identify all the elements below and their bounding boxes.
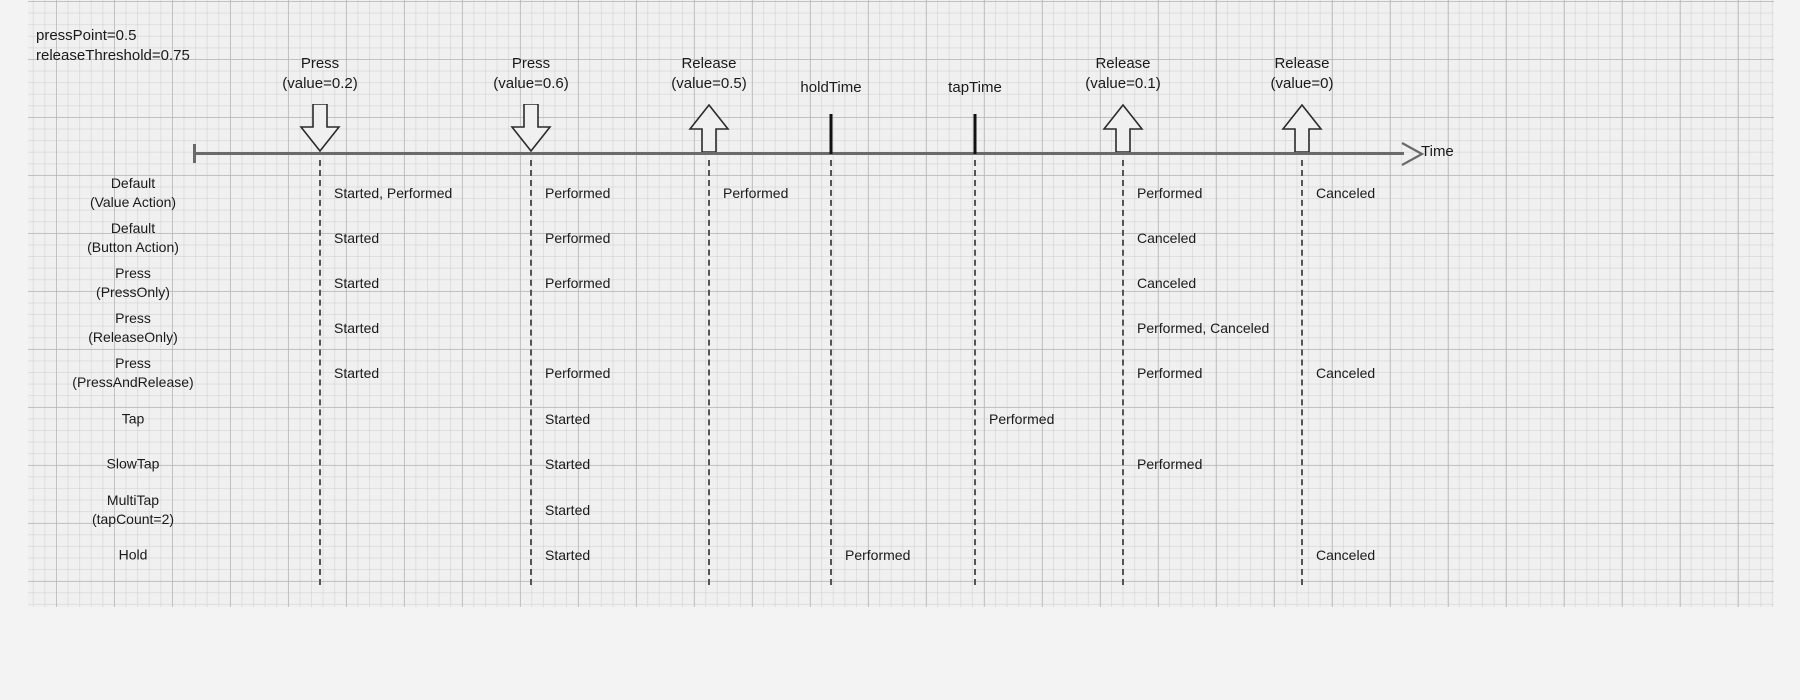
row-label-line1: Default: [110, 220, 156, 236]
cell-slowtap-press-06: Started: [545, 456, 591, 472]
row-label-line2: (tapCount=2): [91, 511, 175, 527]
cell-default-value-action-press-06: Performed: [545, 185, 611, 201]
row-label-press-pressandrelease: Press (PressAndRelease): [72, 354, 193, 392]
row-label-default-button-action: Default (Button Action): [87, 219, 179, 257]
time-axis-start-cap: [193, 144, 196, 163]
event-label-line2: (value=0): [1270, 75, 1334, 92]
up-arrow-icon: [686, 103, 732, 153]
cell-press-releaseonly-press-02: Started: [334, 320, 380, 336]
page-margin-bottom: [0, 607, 1800, 700]
guide-line-press-02: [319, 160, 321, 585]
cell-press-pressonly-press-02: Started: [334, 275, 380, 291]
cell-press-pressonly-release-01: Canceled: [1137, 275, 1197, 291]
cell-default-button-action-press-06: Performed: [545, 230, 611, 246]
row-label-line1: Press: [115, 265, 151, 281]
cell-press-pressandrelease-press-02: Started: [334, 365, 380, 381]
event-label-release-00: Release (value=0): [1271, 54, 1334, 94]
cell-default-button-action-press-02: Started: [334, 230, 380, 246]
cell-press-pressonly-press-06: Performed: [545, 275, 611, 291]
page-margin-right: [1774, 0, 1800, 700]
cell-tap-press-06: Started: [545, 411, 591, 427]
event-label-line1: Release: [681, 55, 737, 72]
row-label-hold: Hold: [119, 546, 148, 565]
time-axis-label: Time: [1421, 143, 1454, 160]
row-label-line2: (Value Action): [89, 194, 177, 210]
tick-icon: [829, 114, 833, 154]
row-label-line1: Tap: [121, 410, 145, 427]
row-label-tap: Tap: [122, 410, 145, 429]
event-label-line2: (value=0.5): [671, 75, 747, 92]
event-label-line1: holdTime: [800, 79, 862, 96]
event-label-line2: (value=0.6): [493, 75, 569, 92]
row-label-multitap: MultiTap (tapCount=2): [92, 491, 174, 529]
cell-press-releaseonly-release-01: Performed, Canceled: [1137, 320, 1270, 336]
down-arrow-icon: [297, 103, 343, 153]
cell-press-pressandrelease-press-06: Performed: [545, 365, 611, 381]
guide-line-tap-time: [974, 160, 976, 585]
row-label-line1: Press: [115, 355, 151, 371]
cell-hold-release-00: Canceled: [1316, 547, 1376, 563]
cell-default-value-action-release-05: Performed: [723, 185, 789, 201]
row-label-line2: (Button Action): [87, 239, 179, 255]
event-label-press-02: Press (value=0.2): [282, 54, 357, 94]
event-label-line1: tapTime: [948, 79, 1002, 96]
guide-line-release-05: [708, 160, 710, 585]
cell-default-value-action-release-00: Canceled: [1316, 185, 1376, 201]
parameters-note: pressPoint=0.5 releaseThreshold=0.75: [36, 26, 190, 66]
guide-line-hold-time: [830, 160, 832, 585]
row-label-line1: MultiTap: [106, 492, 160, 508]
row-label-line1: Press: [115, 310, 151, 326]
event-label-line2: (value=0.1): [1085, 75, 1161, 92]
cell-default-value-action-release-01: Performed: [1137, 185, 1203, 201]
row-label-press-pressonly: Press (PressOnly): [96, 264, 170, 302]
row-label-default-value-action: Default (Value Action): [90, 174, 176, 212]
event-label-press-06: Press (value=0.6): [493, 54, 568, 94]
guide-line-release-01: [1122, 160, 1124, 585]
up-arrow-icon: [1279, 103, 1325, 153]
cell-multitap-press-06: Started: [545, 502, 591, 518]
arrow-right-icon: [1401, 142, 1425, 166]
page-margin-left: [0, 0, 28, 700]
cell-press-pressandrelease-release-00: Canceled: [1316, 365, 1376, 381]
event-label-release-01: Release (value=0.1): [1085, 54, 1160, 94]
cell-press-pressandrelease-release-01: Performed: [1137, 365, 1203, 381]
row-label-press-releaseonly: Press (ReleaseOnly): [88, 309, 177, 347]
row-label-line1: Hold: [118, 546, 148, 563]
row-label-line1: Default: [110, 175, 156, 191]
row-label-line1: SlowTap: [106, 455, 160, 472]
guide-line-press-06: [530, 160, 532, 585]
cell-default-value-action-press-02: Started, Performed: [334, 185, 453, 201]
down-arrow-icon: [508, 103, 554, 153]
tick-icon: [973, 114, 977, 154]
cell-default-button-action-release-01: Canceled: [1137, 230, 1197, 246]
cell-hold-hold-time: Performed: [845, 547, 911, 563]
time-axis-line: [193, 152, 1404, 155]
row-label-slowtap: SlowTap: [107, 455, 160, 474]
row-label-line2: (PressOnly): [96, 284, 170, 300]
parameter-release-threshold: releaseThreshold=0.75: [36, 47, 190, 64]
guide-line-release-00: [1301, 160, 1303, 585]
cell-hold-press-06: Started: [545, 547, 591, 563]
row-label-line2: (PressAndRelease): [72, 374, 194, 390]
up-arrow-icon: [1100, 103, 1146, 153]
event-label-release-05: Release (value=0.5): [671, 54, 746, 94]
event-label-line1: Release: [1274, 55, 1330, 72]
event-label-line2: (value=0.2): [282, 75, 358, 92]
cell-slowtap-release-01: Performed: [1137, 456, 1203, 472]
event-label-line1: Press: [511, 55, 551, 72]
event-label-line1: Release: [1095, 55, 1151, 72]
cell-tap-tap-time: Performed: [989, 411, 1055, 427]
parameter-press-point: pressPoint=0.5: [36, 27, 137, 44]
row-label-line2: (ReleaseOnly): [88, 329, 178, 345]
event-label-tap-time: tapTime: [948, 78, 1002, 98]
event-label-line1: Press: [300, 55, 340, 72]
event-label-hold-time: holdTime: [800, 78, 861, 98]
